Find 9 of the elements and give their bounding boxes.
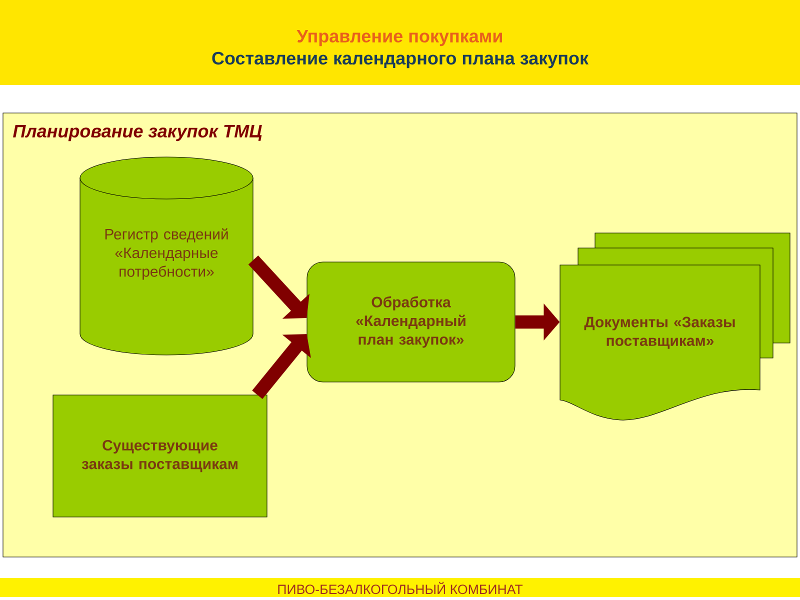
document-stack: Документы «Заказы поставщикам» [560, 232, 790, 420]
slide-title: Управление покупками [296, 30, 502, 46]
slide-subtitle: Составление календарного плана закупок [212, 52, 589, 68]
panel-heading: Планирование закупок ТМЦ [13, 124, 262, 142]
footer-bar: ПИВО-БЕЗАЛКОГОЛЬНЫЙ КОМБИНАТ [0, 578, 800, 597]
process-box: Обработка «Календарный план закупок» [306, 262, 516, 382]
database-cylinder: Регистр сведений «Календарные потребности» [80, 156, 254, 356]
block-arrow [248, 256, 310, 319]
data-box: Существующие заказы поставщикам [52, 394, 268, 518]
